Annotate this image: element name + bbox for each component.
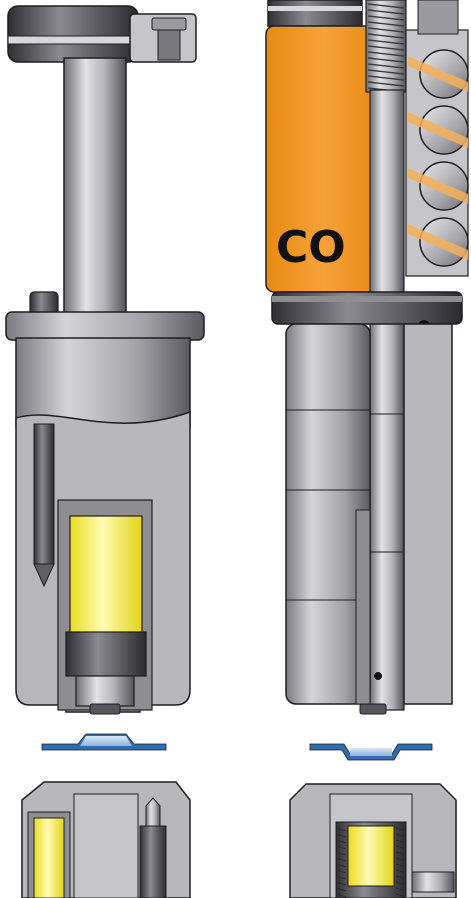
die-thread-line: [395, 887, 407, 892]
right-threaded-rod: [365, 0, 407, 93]
thread-line: [367, 81, 405, 87]
right-spring-column: [405, 0, 469, 277]
thread-line: [367, 57, 405, 63]
die-thread-line: [395, 881, 407, 886]
left-stripper-body: [15, 337, 191, 715]
spring-band: [408, 224, 468, 260]
left-die: [21, 781, 191, 898]
die-thread-line: [335, 839, 347, 844]
thread-line: [367, 15, 405, 21]
die-thread-line: [395, 857, 407, 862]
die-thread-line: [395, 851, 407, 856]
die-thread-line: [395, 845, 407, 850]
die-thread-line: [395, 893, 407, 898]
brand-label: CO: [276, 222, 346, 273]
thread-line: [367, 63, 405, 69]
die-thread-line: [335, 827, 347, 832]
right-die: [289, 783, 457, 898]
thread-line: [367, 33, 405, 39]
die-thread-line: [395, 875, 407, 880]
right-die-side-screw-icon: [411, 871, 455, 893]
die-thread-line: [335, 863, 347, 868]
thread-line: [367, 9, 405, 15]
left-punch-shaft: [63, 57, 127, 329]
thread-line: [367, 3, 405, 9]
thread-line: [367, 39, 405, 45]
spring-band: [408, 168, 468, 204]
left-die-pin-icon: [145, 797, 161, 827]
die-thread-line: [395, 827, 407, 832]
thread-line: [367, 75, 405, 81]
thread-line: [367, 21, 405, 27]
die-thread-line: [395, 863, 407, 868]
thread-line: [367, 69, 405, 75]
right-punch-assembly: CO: [265, 0, 469, 715]
right-die-yellow-insert: [347, 825, 395, 887]
left-top-clamp: [7, 5, 197, 63]
die-thread-line: [335, 887, 347, 892]
die-thread-line: [335, 875, 347, 880]
die-thread-line: [395, 839, 407, 844]
die-thread-line: [395, 833, 407, 838]
right-workpiece: [309, 743, 433, 761]
right-center-rod: [369, 89, 405, 711]
left-die-yellow-insert: [33, 817, 65, 898]
left-punch-assembly: [5, 5, 205, 715]
die-thread-line: [335, 869, 347, 874]
die-thread-line: [335, 851, 347, 856]
left-workpiece: [41, 733, 167, 751]
spring-band: [408, 56, 468, 92]
die-thread-line: [335, 893, 347, 898]
die-thread-line: [335, 845, 347, 850]
die-thread-line: [395, 869, 407, 874]
thread-line: [367, 45, 405, 51]
die-thread-line: [335, 833, 347, 838]
die-thread-line: [335, 881, 347, 886]
right-stripper-body: [285, 323, 453, 715]
thread-line: [367, 51, 405, 57]
thread-line: [367, 27, 405, 33]
spring-band: [408, 112, 468, 148]
left-flange: [5, 311, 205, 341]
die-thread-line: [335, 857, 347, 862]
right-top-cap: [267, 0, 363, 27]
left-yellow-insert: [69, 515, 143, 635]
